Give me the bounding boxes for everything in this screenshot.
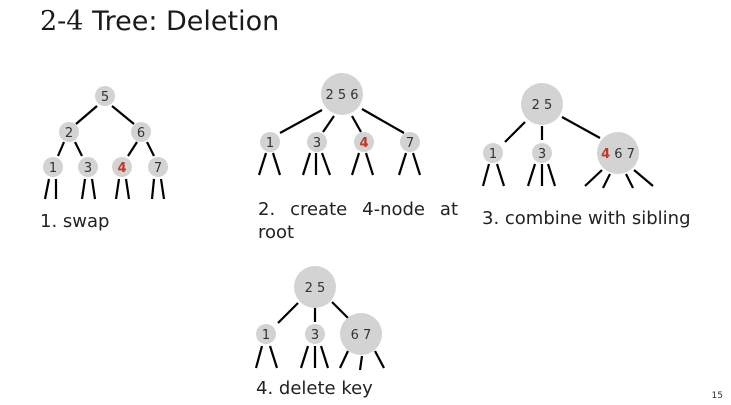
node-merged-label: 4 6 7 — [601, 147, 635, 162]
caption-create-4-node: 2. create 4-node at root — [258, 199, 458, 243]
node-child — [260, 132, 280, 152]
node-child-label: 1 — [489, 147, 497, 162]
node-child — [400, 132, 420, 152]
node-child-label: 3 — [313, 136, 321, 151]
node-root — [95, 86, 115, 106]
node-merged — [597, 132, 639, 174]
node-root-label: 2 5 — [532, 98, 553, 113]
edges — [254, 301, 385, 371]
edges — [43, 105, 166, 200]
node-child-label: 1 — [262, 328, 270, 343]
node-merged — [340, 313, 382, 355]
diagram-delete: 2 5 1 3 6 7 — [254, 266, 385, 371]
node-leaf-highlighted — [112, 157, 132, 177]
caption-swap: 1. swap — [40, 211, 110, 232]
node-root-label: 2 5 — [305, 281, 326, 296]
node-leaf — [43, 157, 63, 177]
node-leaf — [148, 157, 168, 177]
node-child-label: 1 — [266, 136, 274, 151]
node-child — [305, 324, 325, 344]
node-root — [321, 73, 363, 115]
node-child — [256, 324, 276, 344]
node-leaf-label: 3 — [84, 161, 92, 176]
node-root-label: 5 — [101, 90, 109, 105]
node-root — [294, 266, 336, 308]
node-root — [521, 83, 563, 125]
node-leaf-label: 7 — [154, 161, 162, 176]
node-child — [483, 143, 503, 163]
node-child-label: 7 — [406, 136, 414, 151]
caption-delete-key: 4. delete key — [256, 378, 373, 399]
title-prefix: 2-4 — [40, 6, 84, 37]
diagram-create: 2 5 6 1 3 4 7 — [257, 73, 422, 176]
node-root-label: 2 5 6 — [325, 88, 358, 103]
page-number: 15 — [711, 391, 723, 401]
node-child-label: 3 — [311, 328, 319, 343]
caption-combine-with-sibling: 3. combine with sibling — [482, 208, 691, 229]
title-text: Tree: Deletion — [92, 6, 280, 37]
edges — [481, 116, 654, 189]
page-title: 2-4 Tree: Deletion — [40, 6, 279, 37]
node-mid-right-label: 6 — [137, 126, 145, 141]
node-mid-left-label: 2 — [65, 126, 73, 141]
diagram-swap: 5 2 6 1 3 4 7 — [43, 86, 168, 200]
node-merged-label: 6 7 — [351, 328, 372, 343]
node-child-label: 3 — [538, 147, 546, 162]
edges — [257, 108, 422, 176]
highlight-key-label: 4 — [359, 136, 368, 151]
node-mid-left — [59, 122, 79, 142]
highlight-key-label: 4 — [601, 147, 610, 162]
node-leaf-label: 1 — [49, 161, 57, 176]
node-child — [307, 132, 327, 152]
node-child-highlighted — [354, 132, 374, 152]
highlight-key-label: 4 — [117, 161, 126, 176]
node-child — [532, 143, 552, 163]
node-leaf — [78, 157, 98, 177]
node-mid-right — [131, 122, 151, 142]
diagram-combine: 2 5 1 3 4 6 7 — [481, 83, 654, 189]
merged-rest-label: 6 7 — [614, 147, 635, 162]
